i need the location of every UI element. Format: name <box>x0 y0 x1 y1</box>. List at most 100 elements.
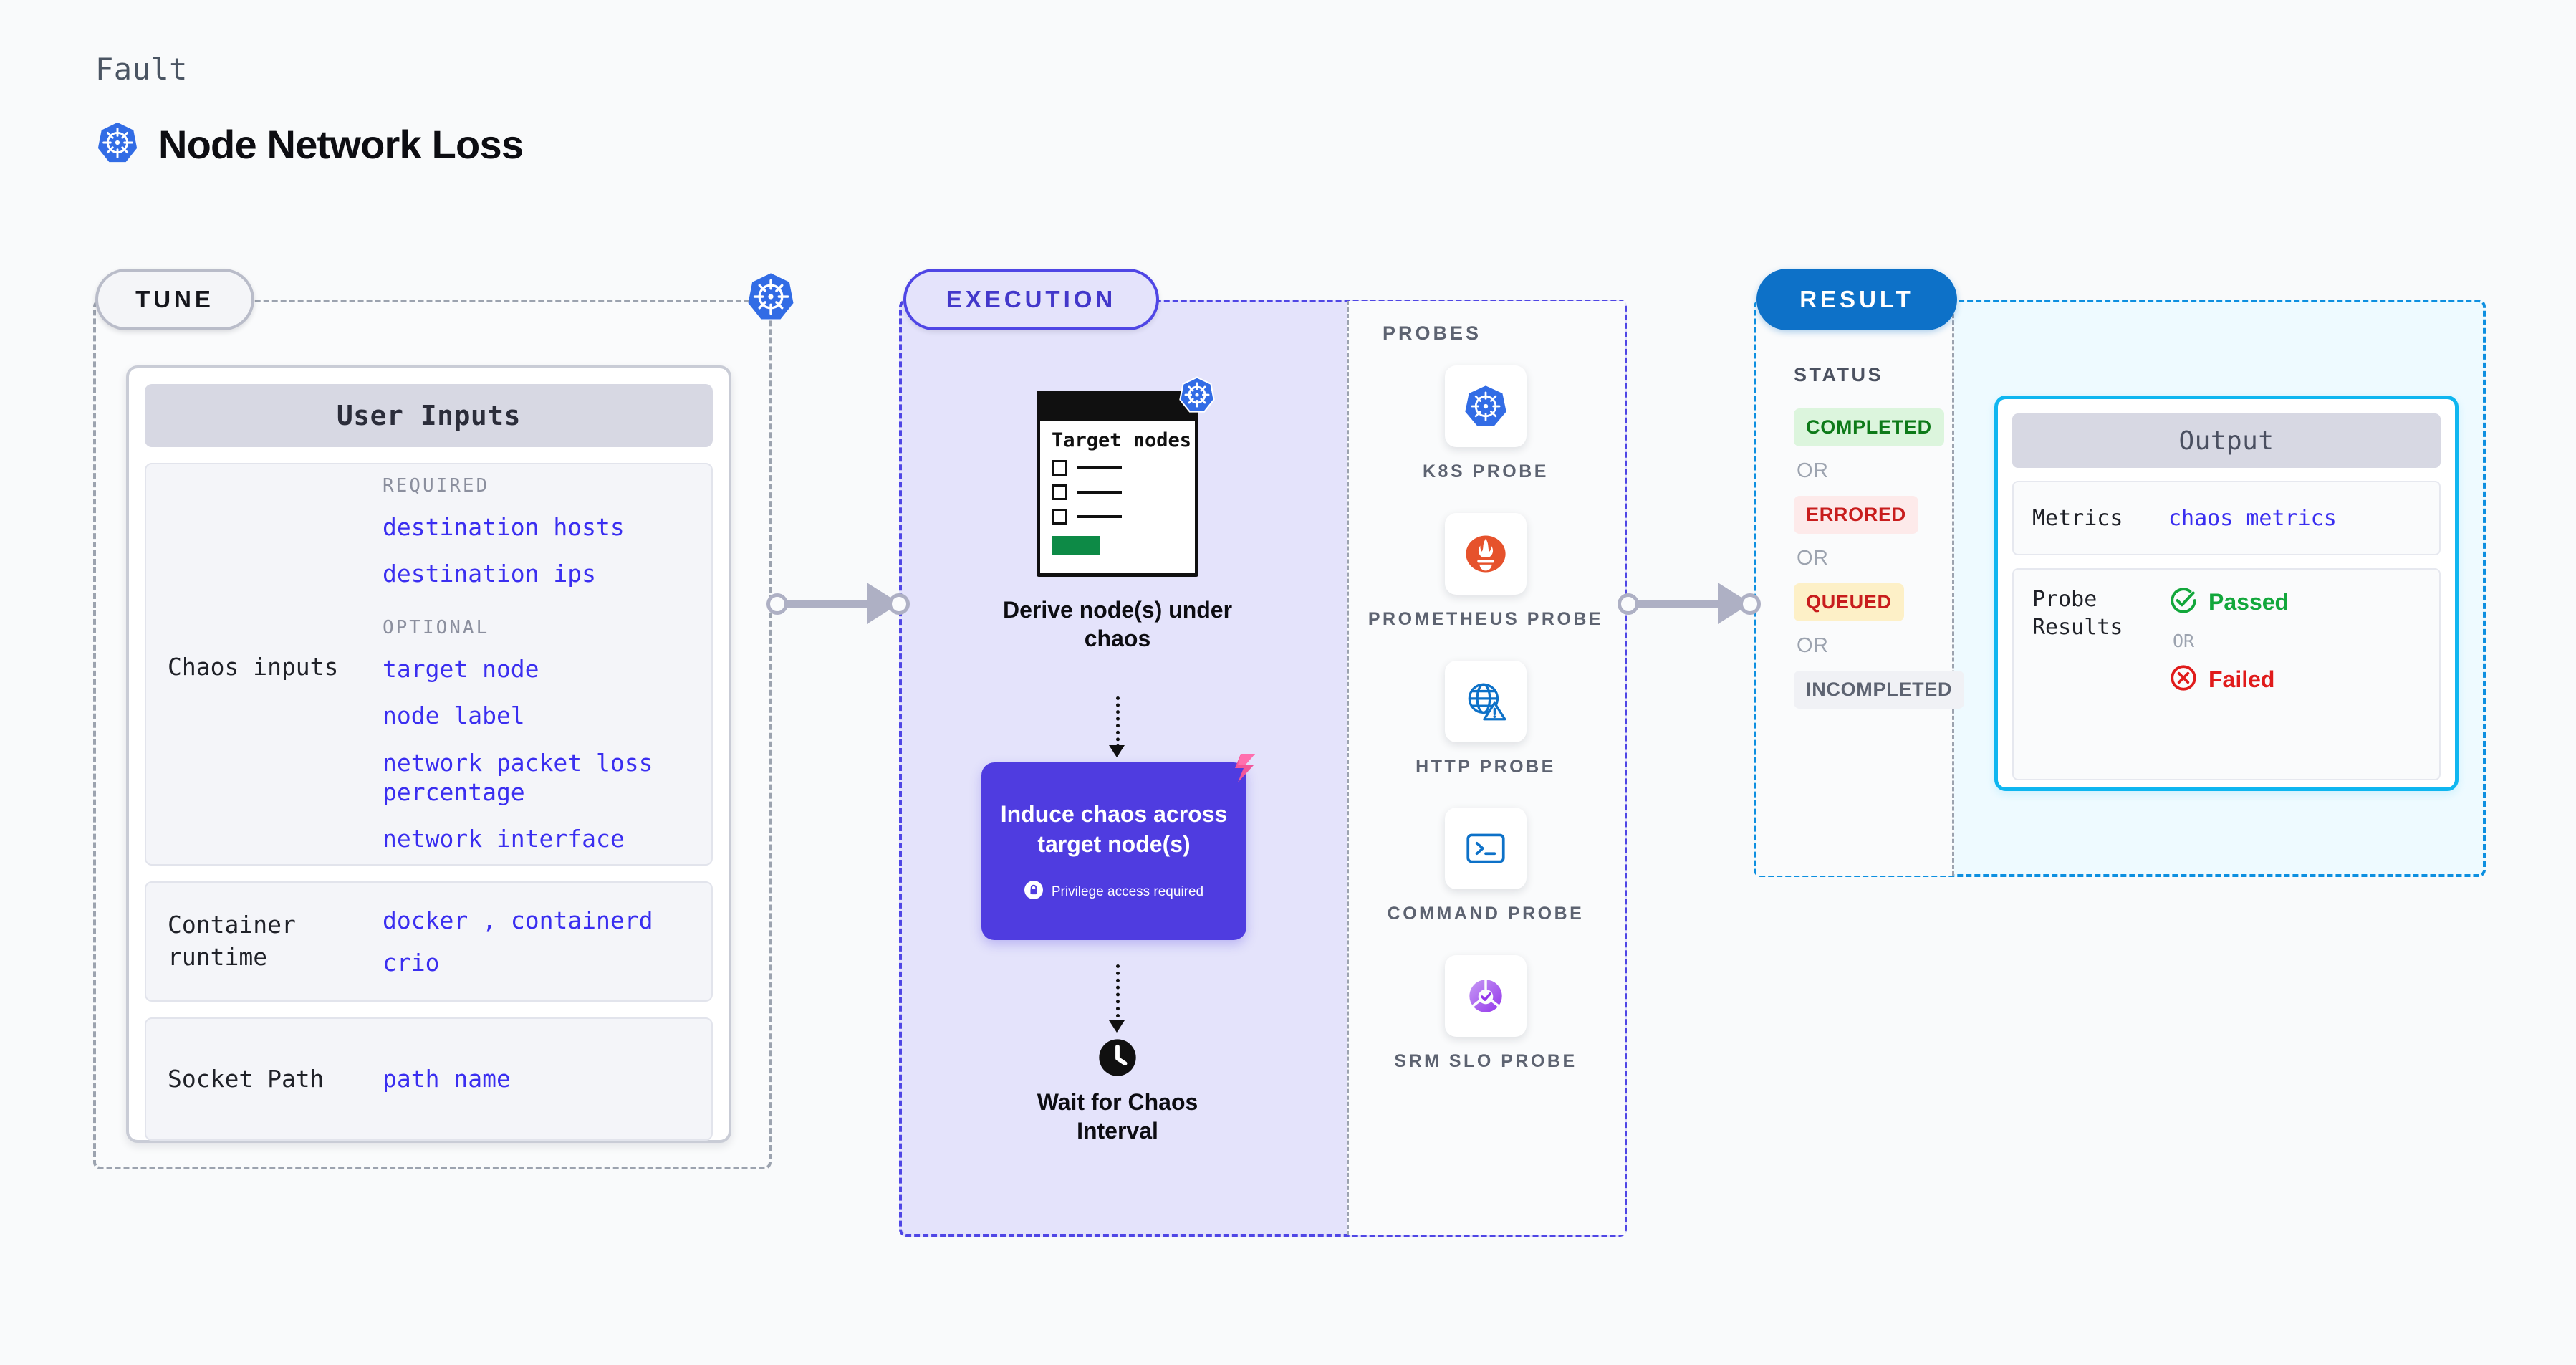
runtime-crio[interactable]: crio <box>383 949 440 977</box>
probe-result-or-label: OR <box>2173 631 2195 651</box>
chaos-inputs-section: Chaos inputs REQUIRED destination hosts … <box>145 463 713 866</box>
target-node-row <box>1040 484 1195 501</box>
kubernetes-icon <box>95 120 140 168</box>
placeholder-line <box>1077 466 1122 470</box>
clock-icon <box>1097 1038 1138 1078</box>
input-network-interface[interactable]: network interface <box>383 825 625 853</box>
stage-badge-tune[interactable]: TUNE <box>95 269 254 330</box>
probes-column <box>1347 301 1625 1235</box>
status-or-label: OR <box>1797 634 1829 657</box>
status-section-title: STATUS <box>1794 364 1883 385</box>
prometheus-icon <box>1445 512 1527 595</box>
user-inputs-card: User Inputs Chaos inputs REQUIRED destin… <box>126 365 731 1143</box>
probe-item-http[interactable]: HTTP PROBE <box>1347 660 1625 780</box>
target-nodes-title: Target nodes <box>1052 429 1192 451</box>
target-nodes-card: Target nodes <box>1037 376 1215 577</box>
socket-path-value[interactable]: path name <box>383 1065 511 1093</box>
connector-line <box>1628 600 1725 608</box>
stage-badge-result[interactable]: RESULT <box>1756 269 1957 330</box>
globe-warning-icon <box>1445 660 1527 742</box>
metrics-section: Metrics chaos metrics <box>2012 481 2441 555</box>
probe-label-prometheus: PROMETHEUS PROBE <box>1368 608 1604 629</box>
flow-connector-line <box>1116 696 1120 748</box>
stage-badge-execution[interactable]: EXECUTION <box>903 269 1159 330</box>
litmus-logo-icon <box>1219 751 1256 788</box>
probe-results-label: Probe Results <box>2032 587 2123 640</box>
status-list: COMPLETED OR ERRORED OR QUEUED OR INCOMP… <box>1794 408 1965 709</box>
wait-interval-block: Wait for Chaos Interval <box>1003 1038 1232 1145</box>
connector-end-dot <box>1739 593 1761 615</box>
check-circle-icon <box>2168 585 2198 619</box>
status-badge-queued: QUEUED <box>1794 583 1904 621</box>
status-badge-completed: COMPLETED <box>1794 408 1944 446</box>
probe-label-command: COMMAND PROBE <box>1387 904 1585 924</box>
target-node-row <box>1040 509 1195 525</box>
probe-result-passed-label: Passed <box>2209 589 2289 615</box>
placeholder-line <box>1077 515 1122 519</box>
page-title: Node Network Loss <box>158 122 524 167</box>
wait-interval-caption: Wait for Chaos Interval <box>1037 1089 1198 1144</box>
required-group-title: REQUIRED <box>383 474 490 497</box>
socket-path-label: Socket Path <box>168 1064 325 1093</box>
input-target-node[interactable]: target node <box>383 655 539 684</box>
kubernetes-icon <box>1445 365 1527 447</box>
connector-tune-to-execution <box>766 578 910 628</box>
chaos-inputs-label: Chaos inputs <box>168 652 339 681</box>
input-destination-ips[interactable]: destination ips <box>383 559 597 588</box>
probe-item-prometheus[interactable]: PROMETHEUS PROBE <box>1347 512 1625 632</box>
srm-slo-icon <box>1445 955 1527 1037</box>
probe-label-k8s: K8S PROBE <box>1423 461 1549 482</box>
connector-execution-to-result <box>1618 578 1761 628</box>
probe-result-failed: Failed <box>2168 663 2421 696</box>
derive-nodes-caption: Derive node(s) under chaos <box>1002 597 1233 651</box>
confirm-button-shape <box>1052 536 1100 555</box>
probe-label-http: HTTP PROBE <box>1416 756 1556 777</box>
runtime-containerd[interactable]: containerd <box>510 906 653 934</box>
output-title: Output <box>2012 413 2441 468</box>
connector-line <box>777 600 874 608</box>
fault-eyebrow-label: Fault <box>95 52 188 87</box>
induce-chaos-title: Induce chaos across target node(s) <box>1000 800 1228 857</box>
probe-results-section: Probe Results Passed OR <box>2012 568 2441 780</box>
input-destination-hosts[interactable]: destination hosts <box>383 512 625 541</box>
induce-chaos-node[interactable]: Induce chaos across target node(s) Privi… <box>981 754 1255 940</box>
probes-section-title: PROBES <box>1383 322 1482 344</box>
connector-end-dot <box>888 593 910 615</box>
derive-nodes-block: Target nodes <box>996 376 1239 653</box>
checkbox-icon <box>1052 484 1067 501</box>
target-nodes-titlebar <box>1040 394 1195 421</box>
privilege-note-text: Privilege access required <box>1051 883 1204 899</box>
probe-result-passed: Passed <box>2168 585 2421 619</box>
input-network-packet-loss-percentage[interactable]: network packet loss percentage <box>383 748 653 806</box>
probe-result-failed-label: Failed <box>2209 666 2275 692</box>
kubernetes-icon <box>745 271 797 322</box>
metrics-label: Metrics <box>2032 505 2123 531</box>
metrics-value-link[interactable]: chaos metrics <box>2168 505 2337 531</box>
privilege-note-row: Privilege access required <box>1024 881 1203 903</box>
probe-item-command[interactable]: COMMAND PROBE <box>1347 808 1625 926</box>
connector-start-dot <box>766 593 788 615</box>
output-card: Output Metrics chaos metrics Probe Resul… <box>1994 396 2459 791</box>
runtime-separator: , <box>482 906 496 934</box>
placeholder-line <box>1077 491 1122 494</box>
close-circle-icon <box>2168 663 2198 696</box>
terminal-icon <box>1445 808 1527 890</box>
flow-arrow-icon <box>1109 1020 1125 1033</box>
runtime-docker[interactable]: docker <box>383 906 468 934</box>
container-runtime-label: Container runtime <box>168 911 296 971</box>
checkbox-icon <box>1052 509 1067 525</box>
connector-start-dot <box>1618 593 1639 615</box>
optional-group-title: OPTIONAL <box>383 617 490 639</box>
status-or-label: OR <box>1797 547 1829 570</box>
input-node-label[interactable]: node label <box>383 701 525 730</box>
container-runtime-section: Container runtime docker , containerd cr… <box>145 881 713 1002</box>
flow-arrow-icon <box>1109 745 1125 757</box>
probe-label-srm-slo: SRM SLO PROBE <box>1394 1051 1577 1071</box>
probe-item-k8s[interactable]: K8S PROBE <box>1347 365 1625 484</box>
status-badge-incompleted: INCOMPLETED <box>1794 671 1965 709</box>
checkbox-icon <box>1052 460 1067 476</box>
page-title-row: Node Network Loss <box>95 120 524 168</box>
kubernetes-icon <box>1178 375 1216 414</box>
probe-item-srm-slo[interactable]: SRM SLO PROBE <box>1347 955 1625 1074</box>
probes-list: K8S PROBE PROMETHEUS PROBE <box>1347 365 1625 1103</box>
